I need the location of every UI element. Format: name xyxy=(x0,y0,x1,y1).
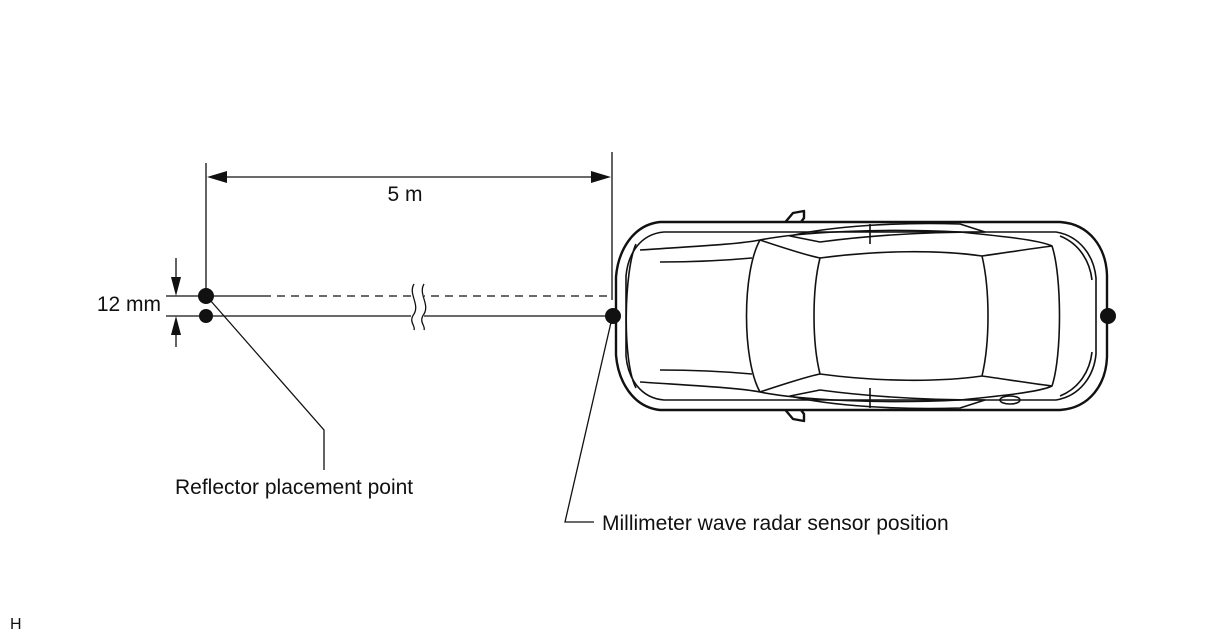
sensor-label: Millimeter wave radar sensor position xyxy=(602,512,949,535)
windshield xyxy=(759,239,821,393)
car-inner-outline xyxy=(625,231,1097,401)
break-mark-right-icon xyxy=(421,283,427,331)
rear-window-bottom xyxy=(981,375,1053,387)
offset-label: 12 mm xyxy=(97,293,161,316)
trunk-line-top xyxy=(1059,235,1093,281)
corner-code: H xyxy=(10,616,22,633)
rear-center-point-icon xyxy=(1100,308,1116,324)
reflector-leader-line xyxy=(209,299,325,470)
fuel-door-icon xyxy=(999,395,1021,405)
side-window-right xyxy=(789,389,986,410)
right-arrowhead-icon xyxy=(591,171,611,183)
vehicle-top-view xyxy=(614,209,1109,423)
roof-panel xyxy=(819,250,989,382)
hood-crease-top xyxy=(659,257,753,263)
left-arrowhead-icon xyxy=(207,171,227,183)
reflector-label: Reflector placement point xyxy=(175,476,413,499)
centerline-point-icon xyxy=(199,309,213,323)
trunk-line-bottom xyxy=(1059,351,1093,397)
break-mark-left-icon xyxy=(411,283,417,331)
sensor-point-icon xyxy=(605,308,621,324)
front-bumper-curve xyxy=(625,243,637,389)
break-gap xyxy=(411,284,424,328)
distance-dimension: 5 m xyxy=(205,152,613,300)
sensor-leader-line xyxy=(564,317,613,523)
offset-down-arrow-icon xyxy=(171,277,181,296)
car-body-outline xyxy=(614,220,1109,412)
hood-line-top xyxy=(639,239,761,251)
distance-label: 5 m xyxy=(387,183,422,206)
offset-up-arrow-icon xyxy=(171,316,181,335)
side-window-left xyxy=(789,222,986,243)
rear-window-top xyxy=(981,245,1053,257)
hood-line-bottom xyxy=(639,381,761,393)
hood-crease-bottom xyxy=(659,369,753,375)
offset-dimension: 12 mm xyxy=(97,258,206,347)
